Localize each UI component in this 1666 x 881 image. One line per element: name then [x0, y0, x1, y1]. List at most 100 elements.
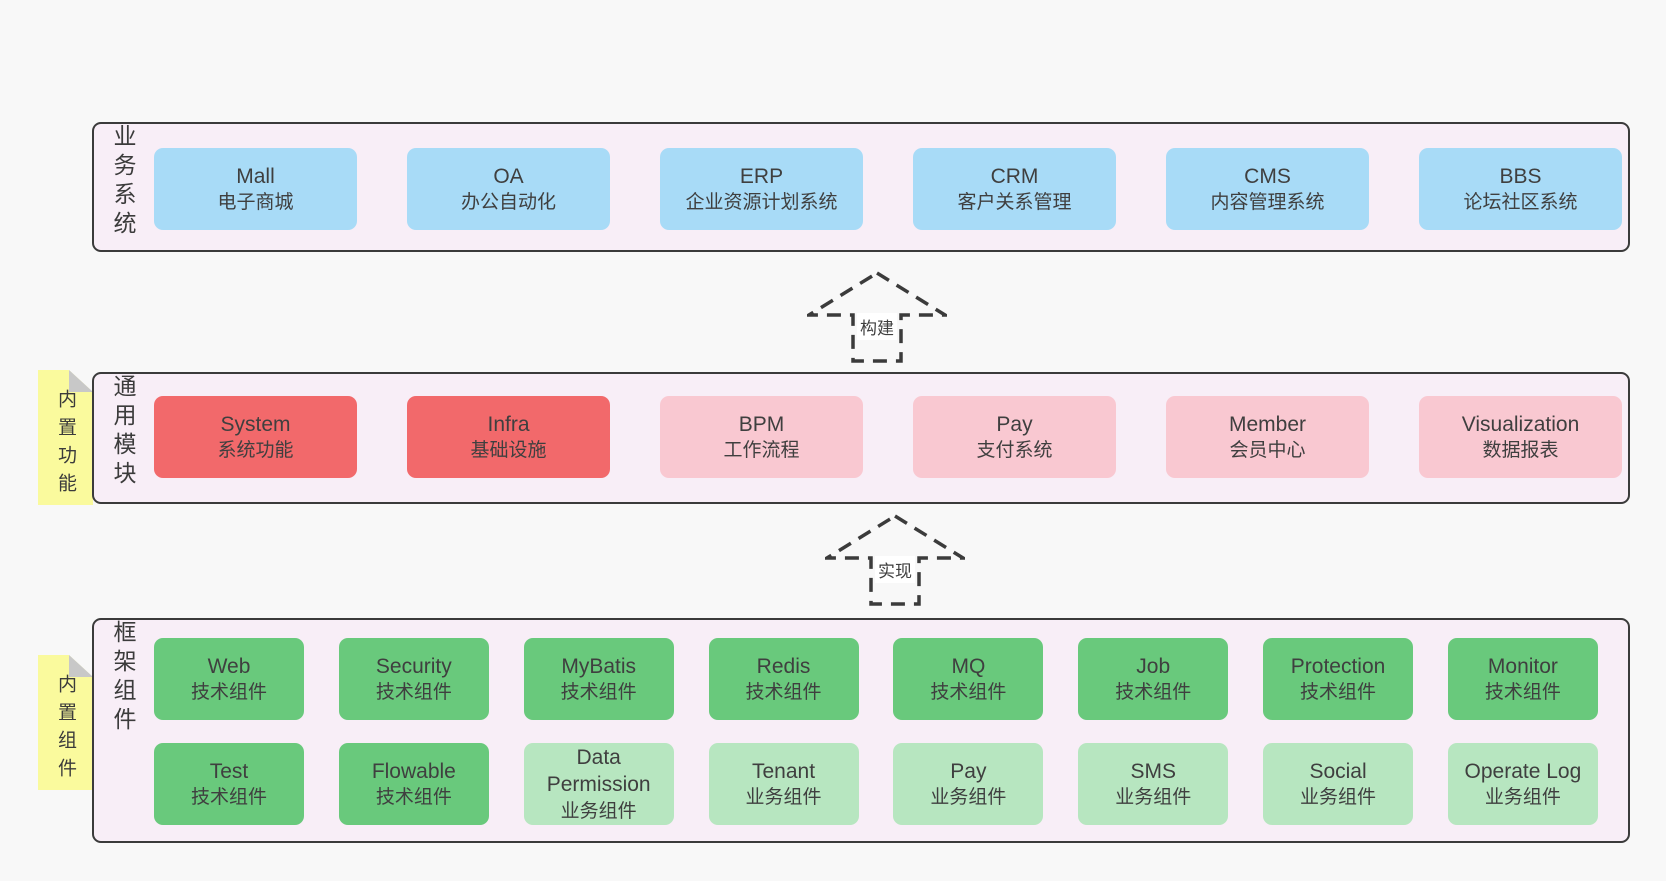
module-box-name: Security	[375, 654, 452, 678]
module-box-test: Test 技术组件	[154, 743, 304, 825]
module-box-name: Mall	[236, 164, 275, 188]
module-box-desc: 技术组件	[930, 682, 1007, 704]
module-box-desc: 企业资源计划系统	[685, 192, 838, 214]
module-box-name: ERP	[739, 164, 784, 188]
module-box-visualization: Visualization 数据报表	[1419, 396, 1622, 478]
arrow-build: 构建	[807, 271, 947, 363]
module-box-name: BPM	[738, 412, 785, 436]
module-box-name: Social	[1309, 759, 1367, 783]
module-box-desc: 系统功能	[217, 440, 294, 462]
module-box-operate-log: Operate Log 业务组件	[1447, 743, 1598, 825]
module-box-desc: 技术组件	[190, 682, 267, 704]
module-box-name: CRM	[990, 164, 1039, 188]
module-box-name: BBS	[1499, 164, 1542, 188]
module-box-desc: 技术组件	[1484, 682, 1561, 704]
module-box-security: Security 技术组件	[338, 638, 489, 720]
module-box-pay: Pay 支付系统	[913, 396, 1116, 478]
module-box-oa: OA 办公自动化	[407, 148, 610, 230]
module-box-system: System 系统功能	[154, 396, 357, 478]
module-box-desc: 技术组件	[375, 787, 452, 809]
module-box-name: Data Permission	[546, 745, 651, 797]
module-box-desc: 支付系统	[976, 440, 1053, 462]
module-box-crm: CRM 客户关系管理	[913, 148, 1116, 230]
dashed-up-arrow-icon	[807, 271, 947, 363]
module-box-desc: 办公自动化	[460, 192, 556, 214]
module-box-desc: 工作流程	[723, 440, 800, 462]
module-box-name: MyBatis	[561, 654, 637, 678]
sticky-note-label: 内置功能	[55, 388, 76, 501]
sticky-note-built-in-features: 内置功能	[38, 370, 93, 505]
module-box-name: Tenant	[752, 759, 816, 783]
module-box-desc: 技术组件	[560, 682, 637, 704]
module-box-desc: 技术组件	[745, 682, 822, 704]
module-box-desc: 业务组件	[1484, 787, 1561, 809]
module-box-desc: 业务组件	[745, 787, 822, 809]
module-box-monitor: Monitor 技术组件	[1447, 638, 1598, 720]
module-box-desc: 数据报表	[1482, 440, 1559, 462]
module-box-name: Flowable	[371, 759, 456, 783]
sticky-note-built-in-components: 内置组件	[38, 655, 93, 790]
module-box-desc: 技术组件	[190, 787, 267, 809]
module-box-desc: 论坛社区系统	[1463, 192, 1578, 214]
band-label-framework-components: 框架组件	[110, 620, 136, 736]
module-box-name: Pay	[950, 759, 987, 783]
module-box-tenant: Tenant 业务组件	[708, 743, 859, 825]
sticky-note-paper	[38, 370, 93, 505]
module-box-sms: SMS 业务组件	[1078, 743, 1229, 825]
module-box-pay: Pay 业务组件	[893, 743, 1044, 825]
module-box-desc: 基础设施	[470, 440, 547, 462]
arrow-implement: 实现	[825, 514, 965, 606]
module-box-name: Visualization	[1461, 412, 1580, 436]
module-box-name: System	[220, 412, 291, 436]
band-label-common-modules: 通用模块	[110, 374, 136, 490]
module-box-desc: 业务组件	[1300, 787, 1377, 809]
module-box-name: Protection	[1290, 654, 1386, 678]
module-box-protection: Protection 技术组件	[1263, 638, 1414, 720]
module-box-desc: 业务组件	[1115, 787, 1192, 809]
module-box-name: OA	[493, 164, 524, 188]
module-box-desc: 会员中心	[1229, 440, 1306, 462]
module-box-name: MQ	[951, 654, 986, 678]
module-box-redis: Redis 技术组件	[708, 638, 859, 720]
module-box-name: Job	[1136, 654, 1171, 678]
module-box-flowable: Flowable 技术组件	[338, 743, 489, 825]
module-box-bbs: BBS 论坛社区系统	[1419, 148, 1622, 230]
module-box-name: Monitor	[1487, 654, 1558, 678]
module-box-name: Member	[1228, 412, 1307, 436]
module-box-name: Redis	[756, 654, 811, 678]
module-box-web: Web 技术组件	[154, 638, 304, 720]
arrow-build-label: 构建	[857, 313, 897, 340]
module-box-social: Social 业务组件	[1263, 743, 1414, 825]
module-box-desc: 电子商城	[217, 192, 294, 214]
dashed-up-arrow-icon	[825, 514, 965, 606]
module-box-name: Web	[207, 654, 251, 678]
module-box-mq: MQ 技术组件	[893, 638, 1044, 720]
module-box-desc: 技术组件	[375, 682, 452, 704]
sticky-note-label: 内置组件	[55, 673, 76, 786]
module-box-desc: 技术组件	[1115, 682, 1192, 704]
module-box-mall: Mall 电子商城	[154, 148, 357, 230]
module-box-member: Member 会员中心	[1166, 396, 1369, 478]
module-box-desc: 客户关系管理	[957, 192, 1072, 214]
module-box-name: Test	[209, 759, 249, 783]
module-box-desc: 业务组件	[930, 787, 1007, 809]
band-label-business-systems: 业务系统	[110, 124, 136, 240]
module-box-name: SMS	[1130, 759, 1176, 783]
module-box-name: CMS	[1244, 164, 1291, 188]
module-box-name: Operate Log	[1464, 759, 1582, 783]
module-box-name: Pay	[996, 412, 1033, 436]
module-box-mybatis: MyBatis 技术组件	[523, 638, 674, 720]
module-box-desc: 技术组件	[1300, 682, 1377, 704]
module-box-bpm: BPM 工作流程	[660, 396, 863, 478]
module-box-erp: ERP 企业资源计划系统	[660, 148, 863, 230]
